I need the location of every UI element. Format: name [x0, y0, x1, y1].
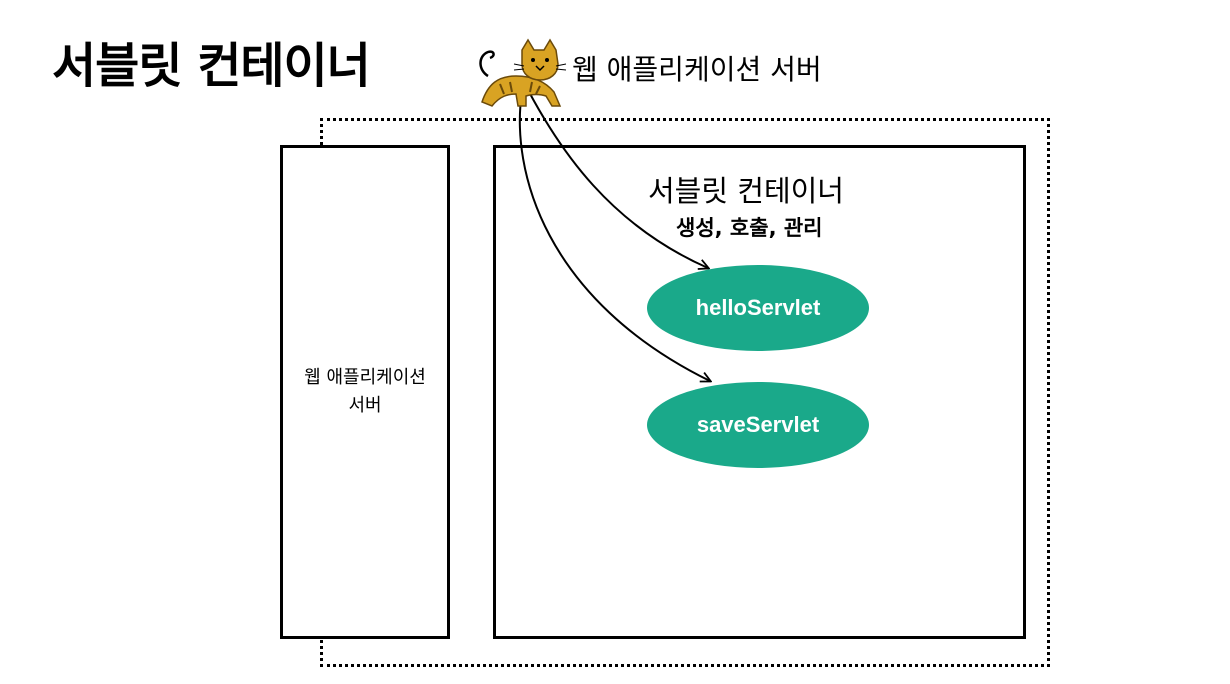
page-title: 서블릿 컨테이너 — [52, 38, 371, 94]
web-application-label-line2: 서버 — [348, 395, 382, 416]
servlet-container-label: 서블릿 컨테이너 — [648, 174, 844, 208]
servlet-node-save: saveServlet — [647, 382, 869, 468]
servlet-name: helloServlet — [695, 295, 821, 320]
tomcat-logo-icon — [479, 38, 567, 107]
web-application-label-line1: 웹 애플리케이션 — [304, 367, 426, 388]
web-application-box: 웹 애플리케이션 서버 — [280, 145, 450, 639]
servlet-container-box — [493, 145, 1026, 639]
servlet-container-sublabel: 생성, 호출, 관리 — [676, 216, 823, 240]
web-application-server-label: 웹 애플리케이션 서버 — [572, 53, 822, 86]
servlet-node-hello: helloServlet — [647, 265, 869, 351]
web-application-label: 웹 애플리케이션 서버 — [290, 364, 440, 420]
servlet-name: saveServlet — [696, 412, 820, 437]
